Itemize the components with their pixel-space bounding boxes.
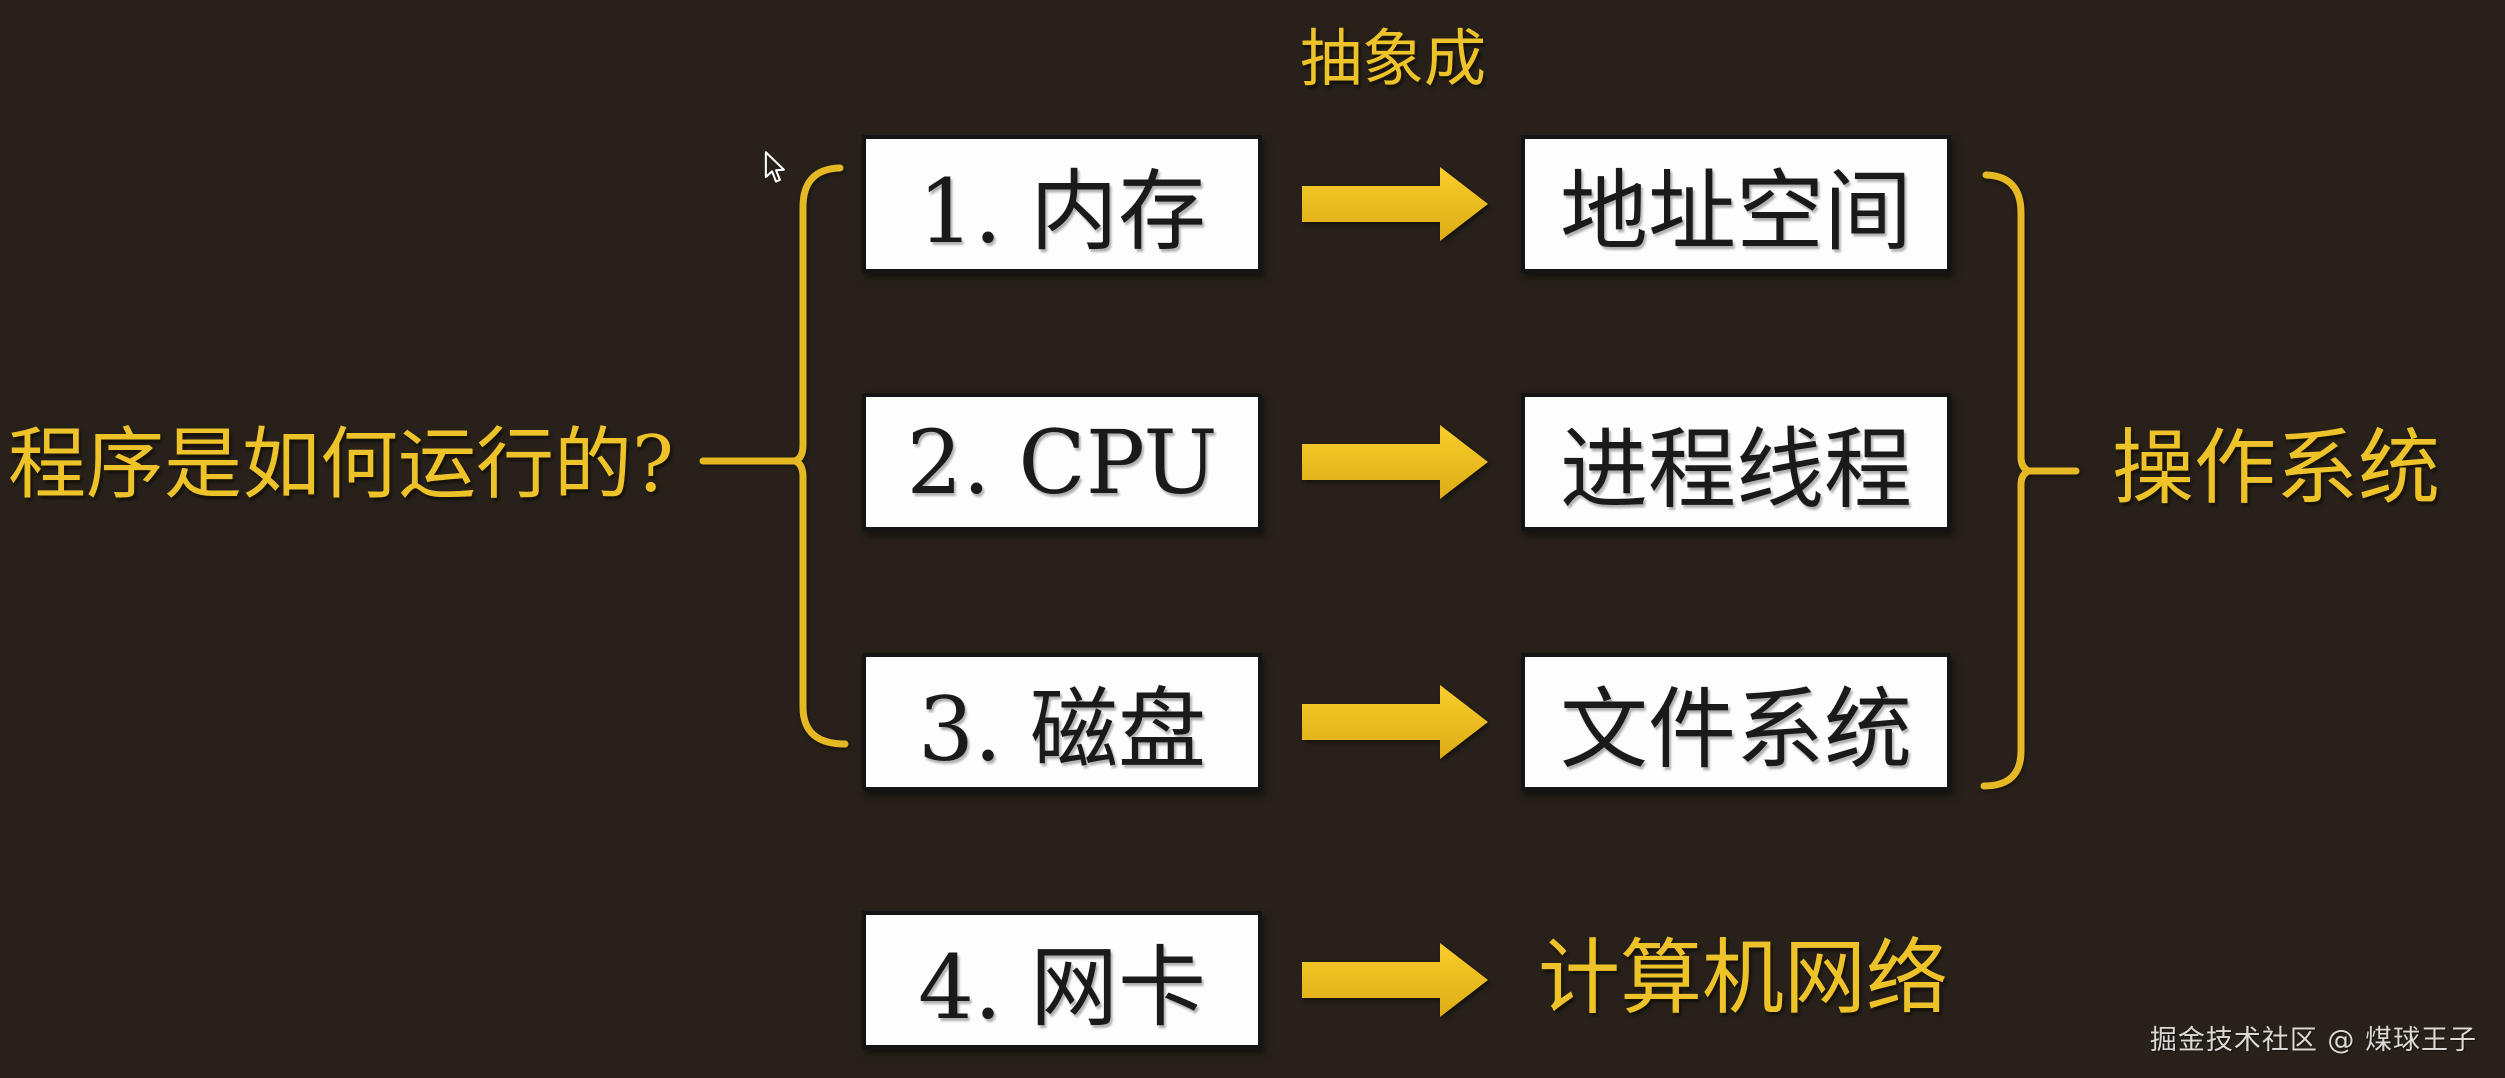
left-brace-icon: [699, 164, 849, 748]
right-arrow-icon: [1302, 943, 1488, 1017]
operating-system-label: 操作系统: [2112, 421, 2441, 516]
right-arrow-icon: [1302, 167, 1488, 241]
source-box-memory: 1. 内存: [862, 135, 1262, 273]
right-arrow-icon: [1302, 685, 1488, 759]
target-box-process-thread: 进程线程: [1521, 393, 1951, 531]
mouse-pointer-icon: [764, 151, 785, 183]
question-title: 程序是如何运行的?: [8, 420, 674, 510]
source-box-disk: 3. 磁盘: [862, 653, 1262, 791]
source-box-network-card: 4. 网卡: [862, 911, 1262, 1049]
right-brace-icon: [1980, 171, 2080, 790]
abstract-arrow-caption: 抽象成: [1300, 22, 1487, 95]
target-box-address-space: 地址空间: [1521, 135, 1951, 273]
target-label-computer-network: 计算机网络: [1538, 931, 1949, 1026]
watermark-credit: 掘金技术社区 @ 煤球王子: [2149, 1025, 2477, 1056]
right-arrow-icon: [1302, 425, 1488, 499]
source-box-cpu: 2. CPU: [862, 393, 1262, 531]
target-box-file-system: 文件系统: [1521, 653, 1951, 791]
